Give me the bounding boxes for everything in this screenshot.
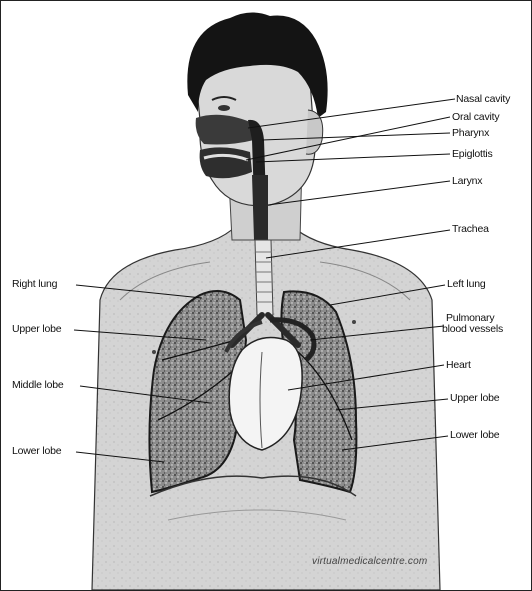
respiratory-system-diagram: Nasal cavity Oral cavity Pharynx Epiglot… (0, 0, 532, 591)
diagram-border (0, 0, 532, 591)
